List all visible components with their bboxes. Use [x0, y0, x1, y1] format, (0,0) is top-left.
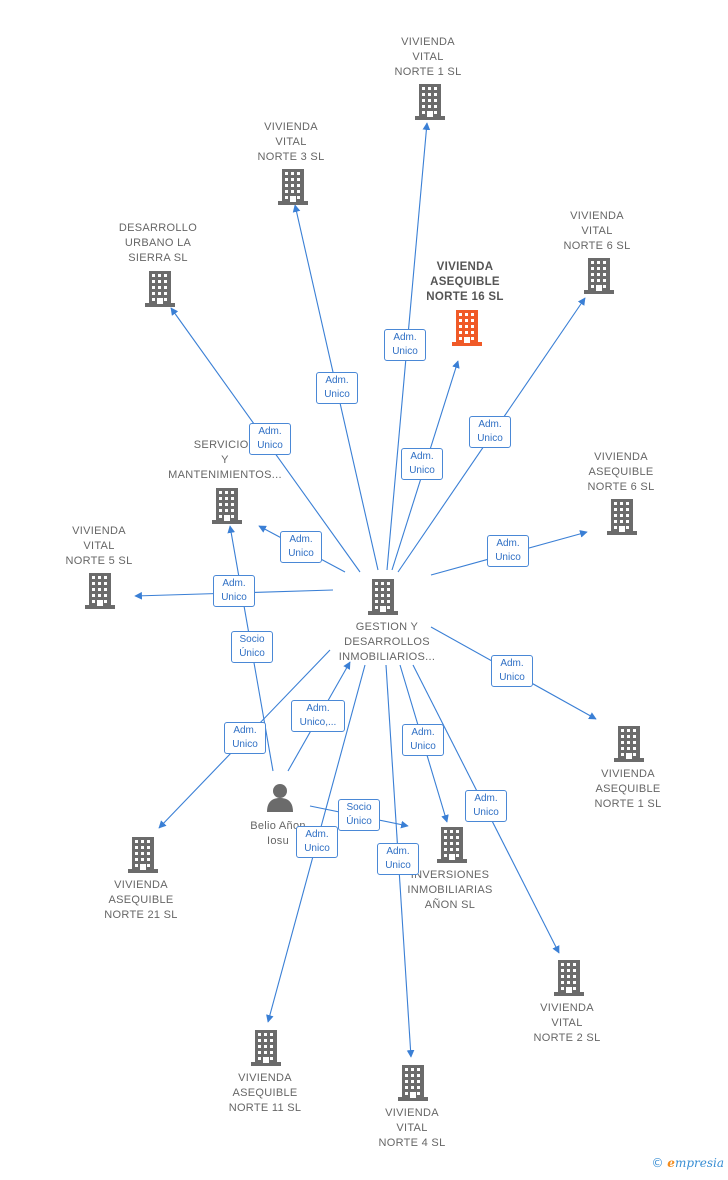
building-icon[interactable] [145, 271, 175, 307]
company-label[interactable]: VIVIENDA VITAL NORTE 5 SL [65, 525, 133, 567]
company-label[interactable]: VIVIENDA VITAL NORTE 6 SL [563, 210, 631, 252]
building-icon[interactable] [398, 1065, 428, 1101]
edge-label[interactable]: Socio Único [338, 799, 380, 831]
person-icon[interactable] [265, 782, 295, 812]
edge-label[interactable]: Adm. Unico [249, 423, 291, 455]
company-label[interactable]: VIVIENDA VITAL NORTE 4 SL [378, 1107, 446, 1149]
building-icon[interactable] [251, 1030, 281, 1066]
company-label[interactable]: VIVIENDA ASEQUIBLE NORTE 21 SL [104, 879, 178, 921]
edge-label[interactable]: Adm. Unico [465, 790, 507, 822]
person-label[interactable]: Belio Añon Iosu [250, 820, 306, 847]
company-label[interactable]: VIVIENDA VITAL NORTE 2 SL [533, 1002, 601, 1044]
empresia-brand[interactable]: © empresia [651, 1156, 724, 1170]
edge-label[interactable]: Adm. Unico,... [291, 700, 345, 732]
building-icon[interactable] [278, 169, 308, 205]
brand-initial: e [667, 1156, 675, 1170]
edge-label[interactable]: Adm. Unico [280, 531, 322, 563]
company-label[interactable]: VIVIENDA VITAL NORTE 3 SL [257, 121, 325, 163]
brand-name: mpresia [674, 1156, 724, 1170]
copyright-symbol: © [651, 1156, 664, 1170]
building-icon[interactable] [607, 499, 637, 535]
building-icon[interactable] [437, 827, 467, 863]
edge-label[interactable]: Socio Único [231, 631, 273, 663]
edge-label[interactable]: Adm. Unico [296, 826, 338, 858]
company-label[interactable]: VIVIENDA ASEQUIBLE NORTE 11 SL [228, 1072, 302, 1114]
edge-label[interactable]: Adm. Unico [384, 329, 426, 361]
building-icon[interactable] [212, 488, 242, 524]
company-label[interactable]: GESTION Y DESARROLLOS INMOBILIARIOS... [338, 621, 436, 663]
building-icon[interactable] [415, 84, 445, 120]
edge-label[interactable]: Adm. Unico [213, 575, 255, 607]
building-icon[interactable] [452, 310, 482, 346]
building-icon[interactable] [128, 837, 158, 873]
building-icon[interactable] [614, 726, 644, 762]
company-label[interactable]: INVERSIONES INMOBILIARIAS AÑON SL [407, 869, 493, 911]
company-label[interactable]: DESARROLLO URBANO LA SIERRA SL [118, 222, 198, 264]
edge-label[interactable]: Adm. Unico [491, 655, 533, 687]
building-icon[interactable] [368, 579, 398, 615]
edge-label[interactable]: Adm. Unico [469, 416, 511, 448]
company-label[interactable]: VIVIENDA ASEQUIBLE NORTE 1 SL [594, 768, 662, 810]
edge-label[interactable]: Adm. Unico [377, 843, 419, 875]
edge-label[interactable]: Adm. Unico [224, 722, 266, 754]
company-label[interactable]: VIVIENDA ASEQUIBLE NORTE 6 SL [587, 451, 655, 493]
company-label[interactable]: SERVICIOS Y MANTENIMIENTOS... [168, 439, 282, 481]
edge-label[interactable]: Adm. Unico [316, 372, 358, 404]
building-icon[interactable] [85, 573, 115, 609]
edge-label[interactable]: Adm. Unico [401, 448, 443, 480]
edge-label[interactable]: Adm. Unico [402, 724, 444, 756]
company-label[interactable]: VIVIENDA ASEQUIBLE NORTE 16 SL [426, 261, 504, 303]
edge-label[interactable]: Adm. Unico [487, 535, 529, 567]
company-label[interactable]: VIVIENDA VITAL NORTE 1 SL [394, 36, 462, 78]
building-icon[interactable] [554, 960, 584, 996]
building-icon[interactable] [584, 258, 614, 294]
